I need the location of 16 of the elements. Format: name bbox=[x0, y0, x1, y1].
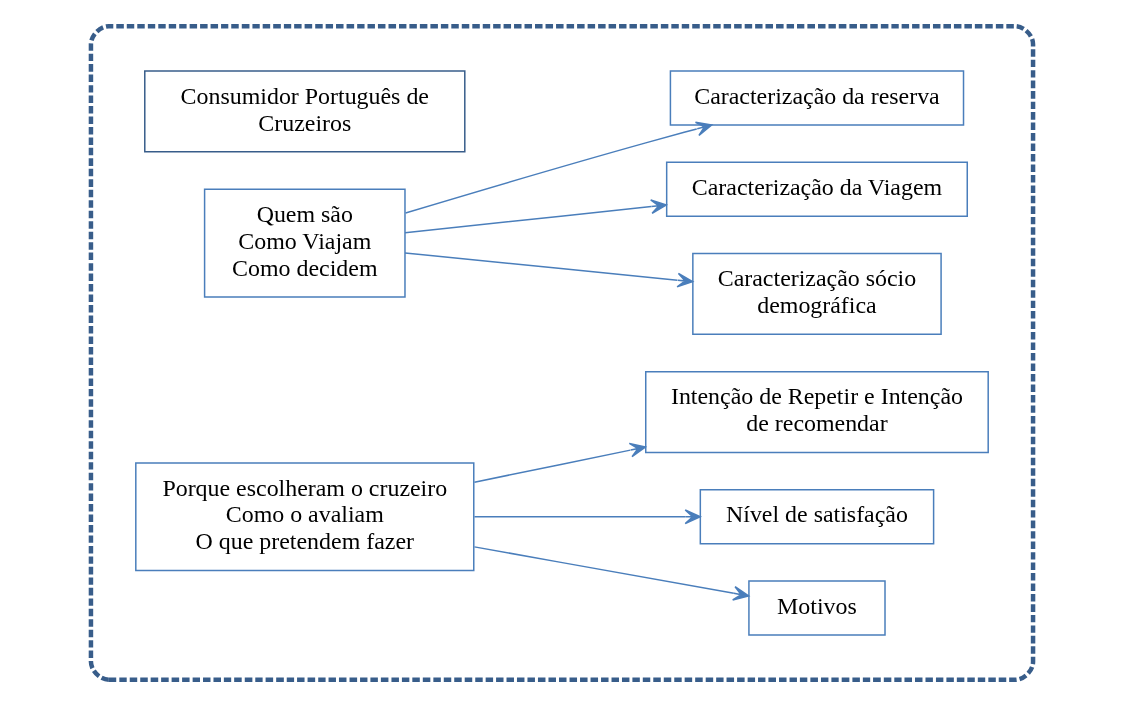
arrow bbox=[473, 546, 750, 601]
node-box: Nível de satisfação bbox=[699, 489, 935, 545]
arrow bbox=[404, 199, 668, 234]
node-box: Consumidor Português de Cruzeiros bbox=[144, 70, 466, 153]
cluster bbox=[88, 24, 1036, 682]
arrow bbox=[404, 252, 694, 288]
node-box: Motivos bbox=[748, 580, 886, 636]
node-box: Porque escolheram o cruzeiro Como o avaliam O que pretendem fazer bbox=[135, 462, 475, 572]
node-box: Caracterização sócio demográfica bbox=[692, 252, 942, 336]
arrow bbox=[473, 509, 701, 525]
node-box: Quem são Como Viajam Como decidem bbox=[203, 188, 406, 298]
arrow bbox=[473, 442, 647, 483]
node-box: Caracterização da reserva bbox=[669, 70, 965, 126]
arrow bbox=[404, 121, 713, 214]
node-box: Caracterização da Viagem bbox=[665, 161, 968, 217]
node-box: Intenção de Repetir e Intenção de recomendar bbox=[645, 370, 989, 454]
